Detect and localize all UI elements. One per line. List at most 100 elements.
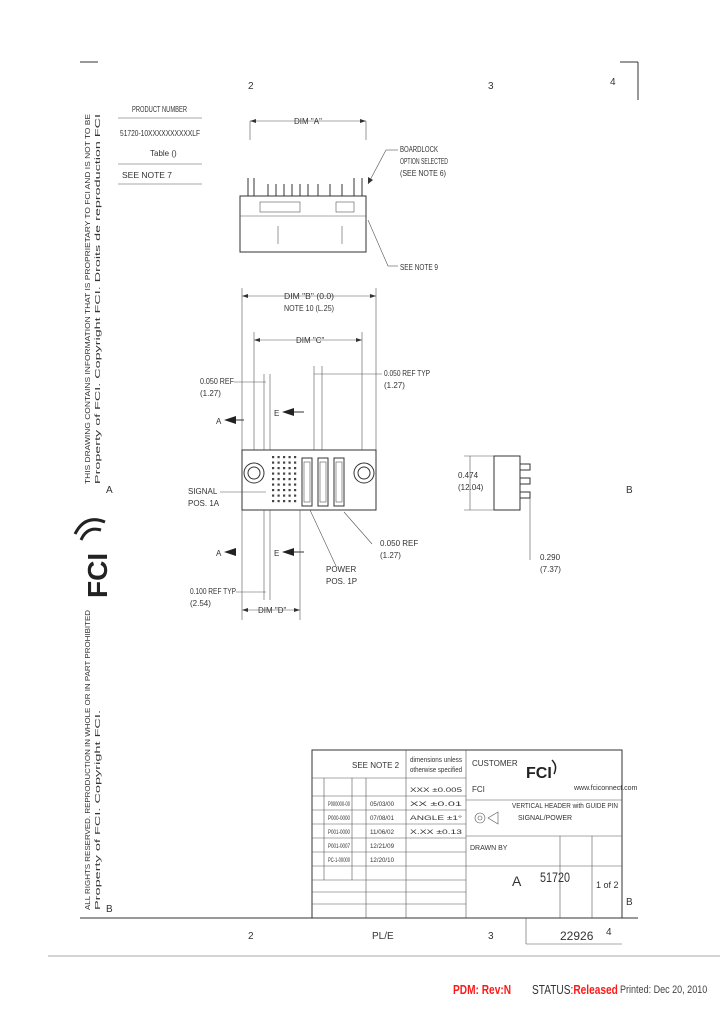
tolerance-row: XX ±0.01	[410, 802, 463, 808]
table-row3: SEE NOTE 7	[122, 171, 173, 180]
row-right-b: B	[626, 485, 633, 496]
side-dim4: (7.37)	[540, 565, 561, 574]
signal-pin	[288, 478, 291, 481]
rev-date: 05/03/00	[370, 802, 395, 808]
signal-pin	[283, 483, 286, 486]
pin-row	[247, 178, 363, 196]
dim-b2: NOTE 10 (L.25)	[284, 304, 334, 313]
signal-pin	[294, 489, 297, 492]
signal-pin	[277, 494, 280, 497]
ref-bot-left1: 0.100 REF TYP	[190, 587, 236, 596]
front-view: DIM "B" (0.0) NOTE 10 (L.25) DIM "C" 0.0…	[188, 288, 430, 620]
power-label1: POWER	[326, 565, 356, 574]
fci-logo-icon: FCI	[73, 518, 113, 598]
desc-1: VERTICAL HEADER with GUIDE PIN	[512, 803, 618, 810]
signal-pin	[283, 500, 286, 503]
side-text-bottom2: Property of FCI. Copyright FCI.	[95, 710, 102, 910]
signal-pin	[272, 500, 275, 503]
signal-pin	[277, 467, 280, 470]
svg-text:FCI: FCI	[82, 553, 113, 598]
drawn-label: DRAWN BY	[470, 845, 508, 852]
side-text-bottom: ALL RIGHTS RESERVED. REPRODUCTION IN WHO…	[85, 610, 92, 910]
signal-pin	[272, 478, 275, 481]
signal-pin	[283, 478, 286, 481]
ref-left1: 0.050 REF	[200, 377, 234, 386]
ref-left2: (1.27)	[200, 389, 221, 398]
signal-pin	[288, 456, 291, 459]
rev-ecn: P000000-00	[328, 802, 350, 808]
side-legal-text: THIS DRAWING CONTAINS INFORMATION THAT I…	[85, 114, 102, 910]
signal-pin	[272, 483, 275, 486]
zone-bottom-3: 3	[488, 931, 494, 942]
printed-date: Printed: Dec 20, 2010	[620, 984, 708, 996]
side-dim3: 0.290	[540, 553, 561, 562]
signal-pin	[283, 494, 286, 497]
section-a-bot: A	[216, 549, 222, 558]
row-bottom-right: B	[626, 897, 633, 908]
side-view: 0.474 (12.04) 0.290 (7.37)	[458, 455, 561, 574]
side-text-top2: Property of FCI. Copyright FCI. Droits d…	[95, 114, 102, 484]
signal-label2: POS. 1A	[188, 499, 220, 508]
zone-top-2: 2	[248, 81, 254, 92]
rev-ecn: P001-0000	[328, 830, 350, 836]
product-number-table: PRODUCT NUMBER 51720-10XXXXXXXXXXLF Tabl…	[118, 105, 202, 185]
table-row2: Table ()	[150, 149, 177, 158]
tolerance-row: X.XX ±0.13	[410, 830, 463, 836]
signal-pin	[277, 478, 280, 481]
zone-top-3: 3	[488, 81, 494, 92]
zone-bottom-4: 4	[606, 927, 612, 938]
fci-title-logo-icon: FCI	[526, 759, 557, 782]
pdm-revision: PDM: Rev:N	[453, 982, 512, 997]
boardlock-note1: BOARDLOCK	[400, 145, 439, 154]
tolerance-1: dimensions unless	[410, 757, 462, 764]
tolerance-row: ANGLE ±1°	[410, 816, 463, 822]
customer-label: CUSTOMER	[472, 759, 518, 768]
rev-ecn: P000-0000	[328, 816, 350, 822]
signal-pin	[294, 456, 297, 459]
signal-pin	[288, 467, 291, 470]
rev-ecn: P001-0007	[328, 844, 350, 850]
signal-pin	[277, 472, 280, 475]
signal-pin	[277, 500, 280, 503]
website: www.fciconnect.com	[573, 785, 638, 792]
signal-pin	[288, 472, 291, 475]
rev-date: 12/21/09	[370, 844, 395, 850]
signal-pin	[294, 500, 297, 503]
rev-date: 12/20/10	[370, 858, 395, 864]
rev-date: 07/08/01	[370, 816, 395, 822]
table-row1: 51720-10XXXXXXXXXXLF	[120, 129, 200, 138]
signal-pin	[294, 467, 297, 470]
signal-pin-grid	[272, 456, 297, 503]
see-note-2: SEE NOTE 2	[352, 761, 400, 770]
dim-a: DIM "A"	[294, 117, 322, 126]
signal-pin	[294, 494, 297, 497]
projection-symbol-icon	[474, 811, 499, 825]
tolerance-row: XXX ±0.005	[410, 788, 463, 794]
table-header: PRODUCT NUMBER	[132, 105, 187, 114]
boardlock-note3: (SEE NOTE 6)	[400, 169, 446, 178]
rev-ecn: PC-1-00000	[328, 858, 350, 864]
top-view: DIM "A" BOARDLOCK OPTION SELECTED (SEE N…	[239, 117, 448, 272]
signal-pin	[277, 483, 280, 486]
signal-pin	[288, 494, 291, 497]
signal-pin	[272, 494, 275, 497]
signal-pin	[288, 483, 291, 486]
signal-pin	[283, 456, 286, 459]
center-label: PL/E	[372, 931, 394, 942]
title-block: SEE NOTE 2 dimensions unless otherwise s…	[311, 749, 638, 945]
side-dim1: 0.474	[458, 471, 479, 480]
status-value: Released	[573, 982, 618, 997]
signal-pin	[283, 489, 286, 492]
signal-pin	[283, 472, 286, 475]
section-a-top: A	[216, 417, 222, 426]
signal-pin	[294, 478, 297, 481]
ref-right2: (1.27)	[384, 381, 405, 390]
drawing-number: 22926	[560, 929, 594, 943]
zone-bottom-2: 2	[248, 931, 254, 942]
signal-pin	[294, 483, 297, 486]
side-dim2: (12.04)	[458, 483, 484, 492]
section-e-top: E	[274, 409, 279, 418]
power-label2: POS. 1P	[326, 577, 357, 586]
